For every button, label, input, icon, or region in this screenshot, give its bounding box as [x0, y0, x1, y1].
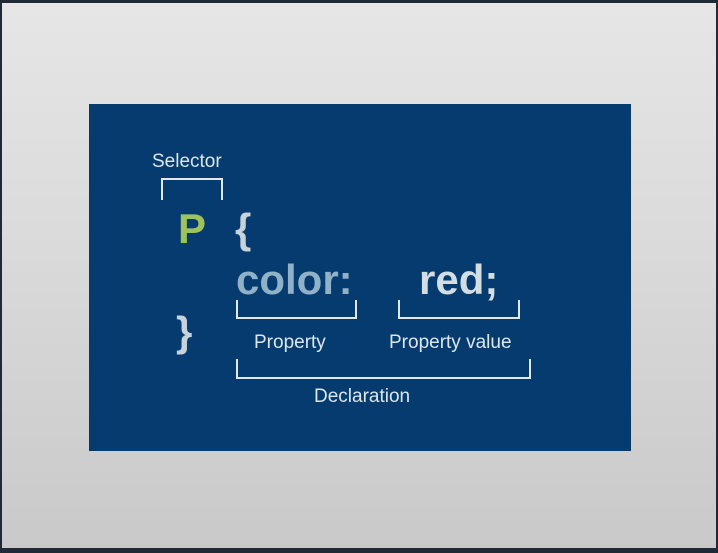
- selector-bracket: [161, 178, 223, 200]
- property-bracket: [236, 300, 357, 319]
- selector-label: Selector: [152, 151, 222, 172]
- declaration-bracket: [236, 359, 531, 379]
- slide-frame: Selector P { color: red; } Property Prop…: [2, 3, 716, 548]
- property-label: Property: [254, 332, 326, 353]
- bracket-lines: [161, 178, 531, 379]
- selector-code: P: [178, 205, 207, 252]
- close-brace: }: [176, 308, 193, 355]
- value-code: red;: [419, 256, 499, 303]
- property-code: color:: [236, 256, 353, 303]
- css-rule-diagram: Selector P { color: red; } Property Prop…: [89, 104, 631, 451]
- property-value-label: Property value: [389, 332, 512, 353]
- open-brace: {: [235, 205, 252, 252]
- declaration-label: Declaration: [314, 386, 411, 407]
- value-bracket: [398, 300, 520, 319]
